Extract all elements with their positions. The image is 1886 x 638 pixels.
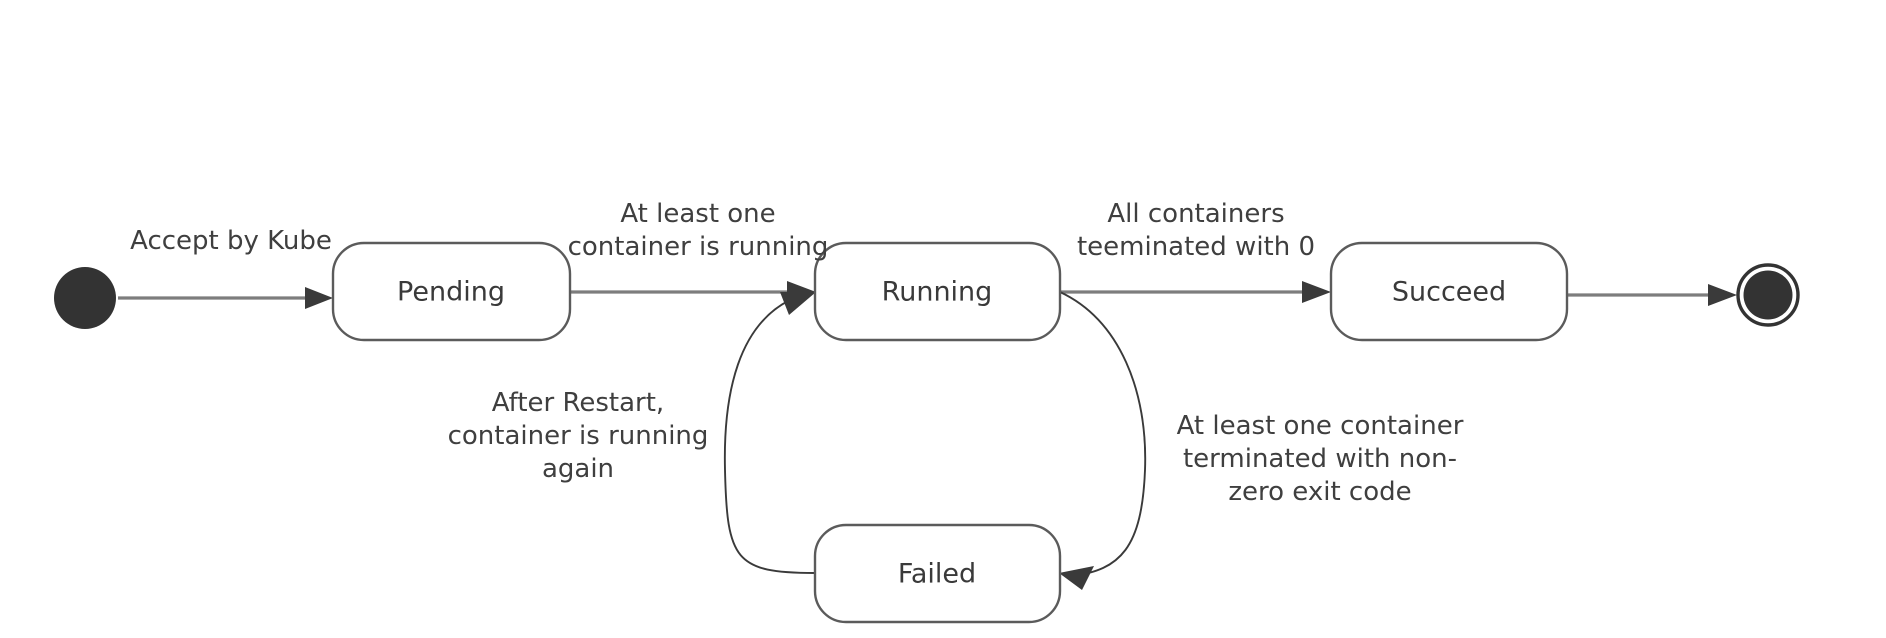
edge-running-to-failed: [1059, 291, 1147, 590]
edge-label-pending-to-running: At least one container is running: [568, 199, 829, 262]
state-node-running[interactable]: Running: [813, 241, 1062, 342]
edge-label-running-to-succeed: All containers teeminated with 0: [1077, 199, 1315, 262]
edge-label-line: terminated with non-: [1183, 444, 1457, 474]
edge-start-to-pending: [118, 287, 333, 309]
edge-label-running-to-failed: At least one container terminated with n…: [1177, 411, 1464, 507]
state-node-pending[interactable]: Pending: [331, 241, 572, 342]
edge-label-line: container is running: [568, 232, 829, 262]
edge-label-line: teeminated with 0: [1077, 232, 1315, 262]
edge-label-line: container is running: [448, 421, 709, 451]
state-label-failed: Failed: [898, 559, 976, 590]
edge-label-line: again: [542, 454, 614, 484]
state-label-running: Running: [882, 277, 993, 308]
state-node-succeed[interactable]: Succeed: [1329, 241, 1569, 342]
edge-succeed-to-end: [1565, 284, 1737, 306]
edge-label-line: At least one container: [1177, 411, 1464, 441]
state-label-pending: Pending: [397, 277, 505, 308]
edge-pending-to-running: [570, 281, 816, 303]
edge-running-to-succeed: [1060, 281, 1331, 303]
edge-label-line: Accept by Kube: [130, 226, 332, 256]
edge-failed-to-running: [723, 292, 816, 574]
edge-label-line: After Restart,: [492, 388, 664, 418]
state-node-failed[interactable]: Failed: [813, 523, 1062, 624]
edge-label-line: All containers: [1107, 199, 1284, 229]
edge-label-failed-to-running: After Restart, container is running agai…: [448, 388, 709, 484]
start-state-marker: [54, 267, 116, 329]
end-state-marker: [1736, 263, 1800, 327]
state-label-succeed: Succeed: [1392, 277, 1506, 308]
edge-label-line: zero exit code: [1228, 477, 1411, 507]
edge-label-start-to-pending: Accept by Kube: [130, 226, 332, 256]
edge-label-line: At least one: [620, 199, 775, 229]
